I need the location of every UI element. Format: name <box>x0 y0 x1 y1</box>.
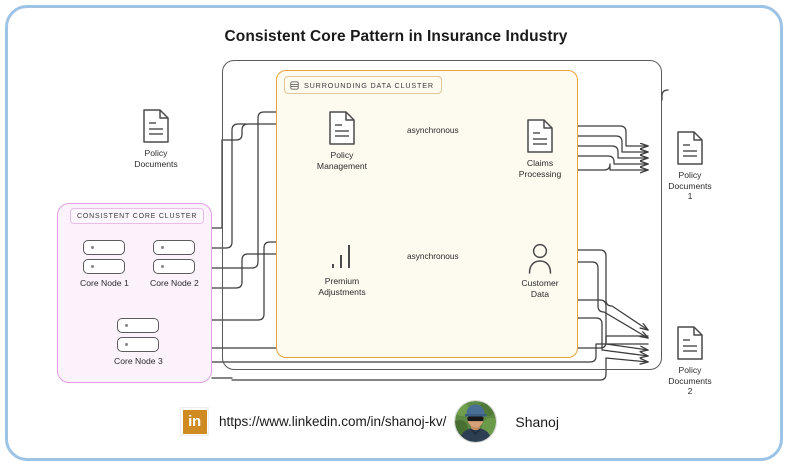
core-node-3-label: Core Node 3 <box>114 356 163 366</box>
document-icon <box>527 119 553 153</box>
linkedin-icon-text: in <box>182 409 207 434</box>
server-rack-icon <box>153 240 196 255</box>
node-policy-documents-1-label: Policy Documents 1 <box>668 170 712 201</box>
linkedin-profile-url[interactable]: https://www.linkedin.com/in/shanoj-kv/ <box>219 414 447 429</box>
server-rack-icon <box>83 259 126 274</box>
node-policy-documents-2-label: Policy Documents 2 <box>668 365 712 396</box>
core-node-3[interactable]: Core Node 3 <box>114 318 163 366</box>
outer-boundary <box>222 60 662 370</box>
node-customer-data-label: Customer Data <box>521 278 559 299</box>
edge-label-async-bottom: asynchronous <box>404 251 462 261</box>
linkedin-icon[interactable]: in <box>180 407 209 436</box>
document-icon <box>677 131 703 165</box>
database-icon <box>290 81 299 89</box>
document-icon <box>329 111 355 145</box>
node-premium-adjustments-label: Premium Adjustments <box>318 276 366 297</box>
node-policy-documents-2[interactable]: Policy Documents 2 <box>650 325 730 397</box>
bar-chart-icon <box>332 245 350 268</box>
node-policy-management[interactable]: Policy Management <box>300 110 384 171</box>
node-policy-documents-left-label: Policy Documents <box>134 148 178 169</box>
consistent-core-cluster-label: CONSISTENT CORE CLUSTER <box>70 208 205 224</box>
consistent-core-cluster[interactable] <box>57 203 212 383</box>
document-icon <box>143 109 169 143</box>
server-rack-icon <box>153 259 196 274</box>
server-rack-icon <box>117 337 160 352</box>
user-icon <box>528 243 552 274</box>
avatar-image <box>455 401 497 442</box>
document-icon <box>677 326 703 360</box>
core-node-2[interactable]: Core Node 2 <box>150 240 199 288</box>
surrounding-data-cluster[interactable] <box>276 70 578 358</box>
node-policy-management-label: Policy Management <box>316 150 368 171</box>
core-node-2-label: Core Node 2 <box>150 278 199 288</box>
surrounding-data-cluster-label: SURROUNDING DATA CLUSTER <box>284 76 442 94</box>
edge-label-async-top: asynchronous <box>404 125 462 135</box>
avatar <box>454 400 498 443</box>
server-rack-icon <box>83 240 126 255</box>
node-customer-data[interactable]: Customer Data <box>500 242 580 299</box>
server-rack-icon <box>117 318 160 333</box>
node-claims-processing[interactable]: Claims Processing <box>500 118 580 179</box>
core-node-1-label: Core Node 1 <box>80 278 129 288</box>
node-premium-adjustments[interactable]: Premium Adjustments <box>302 240 382 297</box>
page-border <box>5 5 783 461</box>
node-policy-documents-left[interactable]: Policy Documents <box>112 108 200 169</box>
core-node-1[interactable]: Core Node 1 <box>80 240 129 288</box>
author-name: Shanoj <box>515 413 559 430</box>
page-title: Consistent Core Pattern in Insurance Ind… <box>224 28 568 45</box>
surrounding-data-cluster-label-text: SURROUNDING DATA CLUSTER <box>304 80 434 90</box>
node-claims-processing-label: Claims Processing <box>518 158 562 179</box>
footer: in https://www.linkedin.com/in/shanoj-kv… <box>180 400 559 443</box>
node-policy-documents-1[interactable]: Policy Documents 1 <box>650 130 730 202</box>
